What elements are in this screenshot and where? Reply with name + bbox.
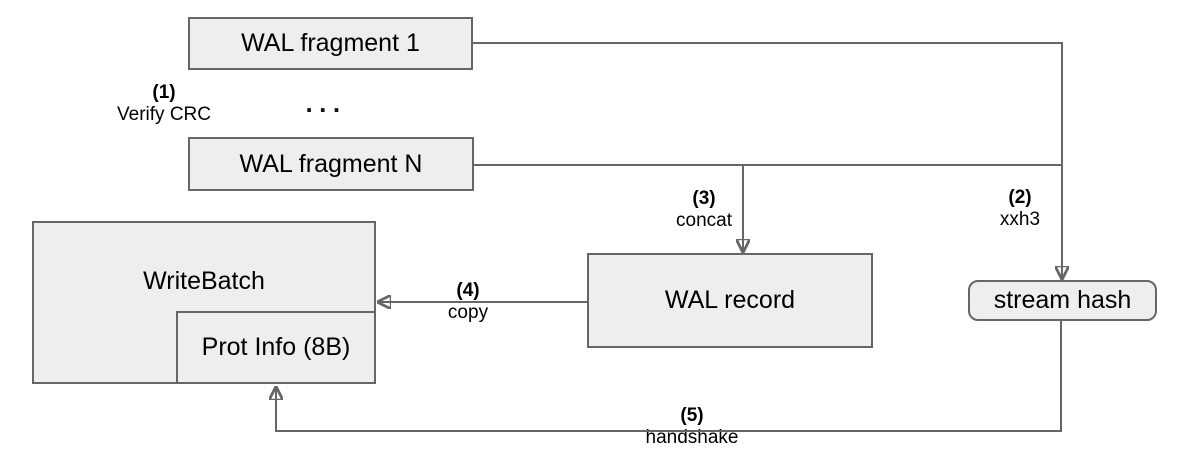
step-4-text: copy [447,302,489,323]
step-5-text: handshake [645,427,739,448]
step-2-number: (2) [1008,187,1032,208]
step-5-handshake-label: (5) handshake [646,405,739,449]
step-1-verify-crc-label: (1) Verify CRC [117,82,211,126]
edge-fragment1-to-stream-hash [473,42,1062,277]
step-3-number: (3) [692,188,716,209]
node-wal-record-label: WAL record [664,286,796,314]
step-2-xxh3-label: (2) xxh3 [1000,187,1040,231]
fragments-ellipsis: ··· [305,94,347,125]
step-3-text: concat [676,210,732,231]
node-prot-info-label: Prot Info (8B) [201,333,351,361]
node-wal-fragment-1: WAL fragment 1 [188,17,473,70]
node-prot-info: Prot Info (8B) [176,311,376,384]
step-1-text: Verify CRC [117,104,211,125]
step-1-number: (1) [152,82,176,103]
node-stream-hash-label: stream hash [993,286,1132,314]
node-wal-fragment-n-label: WAL fragment N [239,149,423,178]
step-2-text: xxh3 [999,209,1041,230]
step-4-number: (4) [456,280,480,301]
node-write-batch-label: WriteBatch [143,267,265,295]
node-stream-hash: stream hash [968,280,1157,321]
node-wal-fragment-n: WAL fragment N [188,137,474,191]
node-wal-fragment-1-label: WAL fragment 1 [241,29,420,57]
step-3-concat-label: (3) concat [676,188,732,232]
step-4-copy-label: (4) copy [448,280,488,324]
step-5-number: (5) [680,405,704,426]
node-wal-record: WAL record [587,253,873,348]
